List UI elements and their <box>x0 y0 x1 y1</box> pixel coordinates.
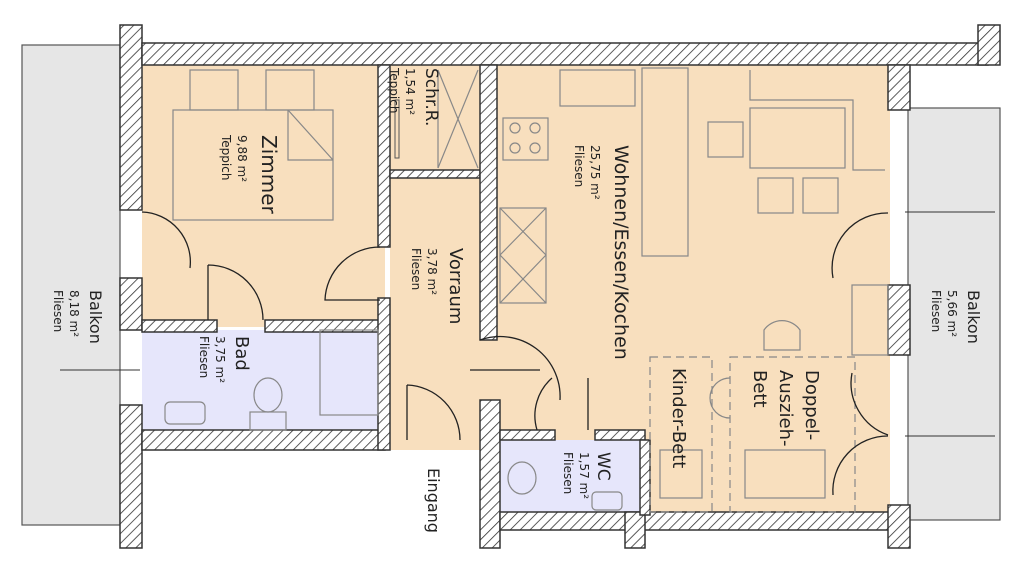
room-area: 8,18 m² <box>67 290 81 337</box>
room-floor: Fliesen <box>51 290 65 332</box>
toilet-wc <box>507 461 537 495</box>
label-vorraum: Vorraum 3,78 m² Fliesen <box>409 248 466 324</box>
dining-table <box>749 107 846 169</box>
kitchen-sink <box>559 69 636 107</box>
room-floor: Fliesen <box>197 336 211 378</box>
label-wohnen: Wohnen/Essen/Kochen 25,75 m² Fliesen <box>572 145 632 360</box>
label-wc: WC 1,57 m² Fliesen <box>561 452 613 499</box>
doppelbett-outline <box>729 356 856 513</box>
label-doppelbett: Doppel- Auszieh- Bett <box>749 370 822 447</box>
furniture <box>164 67 889 513</box>
room-name: Wohnen/Essen/Kochen <box>610 145 632 360</box>
room-name: Vorraum <box>445 248 466 324</box>
balcony-left <box>21 44 121 526</box>
shower <box>319 329 379 416</box>
label-schrank: Schr.R. 1,54 m² Teppich <box>387 67 441 126</box>
furniture-label: Auszieh- <box>775 370 796 447</box>
walls <box>119 24 1001 549</box>
room-floor: Teppich <box>387 67 401 113</box>
room-floor: Fliesen <box>561 452 575 494</box>
sink-bad <box>164 401 206 425</box>
room-name: Balkon <box>86 290 105 344</box>
room-area: 9,88 m² <box>235 135 249 182</box>
kinderbett-outline <box>649 356 713 513</box>
furniture-label: Kinder-Bett <box>668 368 689 468</box>
room-name: WC <box>593 452 613 481</box>
room-bad <box>142 330 385 430</box>
room-name: Balkon <box>964 290 983 344</box>
room-area: 3,78 m² <box>425 248 439 295</box>
label-zimmer: Zimmer 9,88 m² Teppich <box>219 134 281 215</box>
sink-wc <box>591 491 623 511</box>
stove <box>502 117 549 161</box>
kitchen-counter <box>641 67 689 257</box>
room-wc <box>500 440 640 512</box>
room-floor: Fliesen <box>409 248 423 290</box>
room-name: Schr.R. <box>421 68 441 126</box>
label-eingang: Eingang <box>424 468 443 533</box>
entrance-label: Eingang <box>424 468 443 533</box>
room-name: Zimmer <box>257 135 281 215</box>
label-bad: Bad 3,75 m² Fliesen <box>197 336 252 383</box>
room-vorraum <box>390 65 480 450</box>
armchair <box>763 320 801 351</box>
furniture-label: Bett <box>749 370 770 408</box>
label-balkon-right: Balkon 5,66 m² Fliesen <box>929 290 983 344</box>
room-area: 3,75 m² <box>213 336 227 383</box>
label-kinderbett: Kinder-Bett <box>668 368 689 468</box>
room-floor: Fliesen <box>929 290 943 332</box>
label-balkon-left: Balkon 8,18 m² Fliesen <box>51 290 105 344</box>
room-area: 1,54 m² <box>403 68 417 115</box>
room-name: Bad <box>231 336 252 371</box>
room-floor: Teppich <box>219 134 233 180</box>
room-area: 1,57 m² <box>577 452 591 499</box>
doors <box>141 211 889 496</box>
room-area: 25,75 m² <box>588 145 602 200</box>
bed-zimmer <box>172 109 334 221</box>
room-zimmer <box>142 65 385 327</box>
balcony-right <box>907 107 1001 521</box>
room-area: 5,66 m² <box>945 290 959 337</box>
furniture-label: Doppel- <box>801 370 822 440</box>
room-floor: Fliesen <box>572 145 586 187</box>
